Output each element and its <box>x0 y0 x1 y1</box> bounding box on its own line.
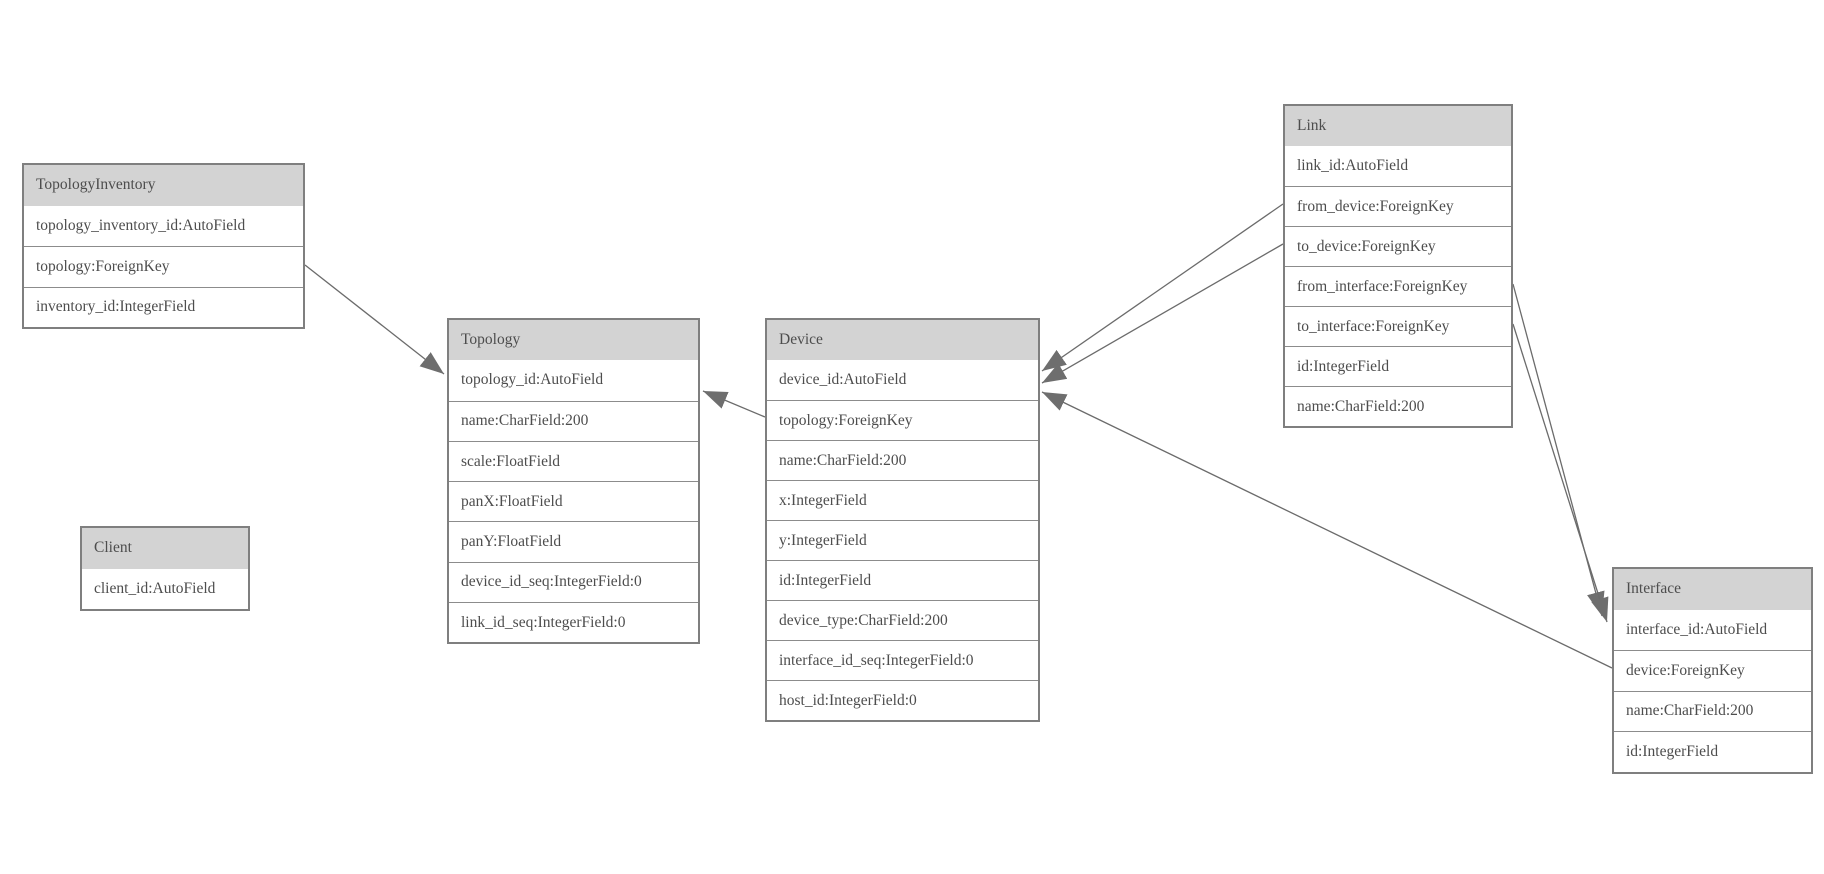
entity-field-row: topology:ForeignKey <box>767 400 1038 440</box>
entity-field-row: to_interface:ForeignKey <box>1285 306 1511 346</box>
entity-field-row: topology:ForeignKey <box>24 246 303 287</box>
entity-field-row: from_interface:ForeignKey <box>1285 266 1511 306</box>
entity-topologyinventory-header: TopologyInventory <box>24 165 303 206</box>
entity-field-row: id:IntegerField <box>1614 731 1811 772</box>
entity-field-row: interface_id:AutoField <box>1614 609 1811 650</box>
entity-field-row: link_id_seq:IntegerField:0 <box>449 602 698 643</box>
entity-field-row: from_device:ForeignKey <box>1285 186 1511 226</box>
entity-interface-header: Interface <box>1614 569 1811 610</box>
entity-field-row: to_device:ForeignKey <box>1285 226 1511 266</box>
entity-field-row: interface_id_seq:IntegerField:0 <box>767 640 1038 680</box>
entity-field-row: device:ForeignKey <box>1614 650 1811 691</box>
entity-link: Link link_id:AutoField from_device:Forei… <box>1283 104 1513 428</box>
entity-client: Client client_id:AutoField <box>80 526 250 611</box>
entity-client-header: Client <box>82 528 248 569</box>
entity-field-row: host_id:IntegerField:0 <box>767 680 1038 720</box>
relation-device-topology <box>702 390 766 418</box>
relation-link-from-interface <box>1512 283 1605 617</box>
entity-link-header: Link <box>1285 106 1511 146</box>
entity-field-row: device_id:AutoField <box>767 360 1038 400</box>
entity-field-row: x:IntegerField <box>767 480 1038 520</box>
entity-topology-header: Topology <box>449 320 698 361</box>
relation-link-to-device <box>1041 243 1284 384</box>
entity-field-row: name:CharField:200 <box>1614 690 1811 731</box>
entity-field-row: topology_id:AutoField <box>449 360 698 401</box>
relation-link-from-device <box>1041 203 1284 372</box>
entity-topologyinventory: TopologyInventory topology_inventory_id:… <box>22 163 305 329</box>
entity-field-row: scale:FloatField <box>449 440 698 482</box>
relation-interface-device <box>1041 391 1613 669</box>
entity-field-row: topology_inventory_id:AutoField <box>24 205 303 246</box>
entity-field-row: link_id:AutoField <box>1285 146 1511 186</box>
entity-topology: Topology topology_id:AutoField name:Char… <box>447 318 700 645</box>
entity-field-row: name:CharField:200 <box>449 400 698 441</box>
entity-device: Device device_id:AutoField topology:Fore… <box>765 318 1040 722</box>
entity-field-row: inventory_id:IntegerField <box>24 286 303 327</box>
entity-field-row: id:IntegerField <box>767 560 1038 600</box>
entity-field-row: name:CharField:200 <box>767 440 1038 480</box>
entity-field-row: device_id_seq:IntegerField:0 <box>449 561 698 603</box>
entity-field-row: device_type:CharField:200 <box>767 600 1038 640</box>
entity-field-row: client_id:AutoField <box>82 568 248 609</box>
entity-field-row: panX:FloatField <box>449 481 698 522</box>
relation-topologyinventory-topology <box>304 264 445 375</box>
relation-link-to-interface <box>1512 323 1609 623</box>
entity-interface: Interface interface_id:AutoField device:… <box>1612 567 1813 774</box>
entity-field-row: panY:FloatField <box>449 521 698 562</box>
entity-field-row: name:CharField:200 <box>1285 386 1511 426</box>
entity-field-row: id:IntegerField <box>1285 346 1511 386</box>
entity-device-header: Device <box>767 320 1038 360</box>
entity-field-row: y:IntegerField <box>767 520 1038 560</box>
